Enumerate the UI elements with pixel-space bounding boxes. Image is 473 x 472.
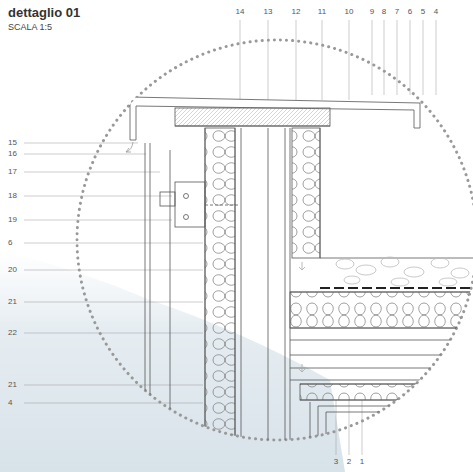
callout-number: 5 xyxy=(421,8,425,16)
callout-number: 1 xyxy=(360,458,364,466)
callout-number: 11 xyxy=(318,8,326,16)
callout-number: 21 xyxy=(8,298,17,306)
callout-number: 15 xyxy=(8,139,17,147)
scale-caption: SCALA 1:5 xyxy=(8,23,52,32)
callout-number: 21 xyxy=(8,381,17,389)
callout-number: 4 xyxy=(8,399,12,407)
callout-number: 9 xyxy=(370,8,374,16)
callout-number: 16 xyxy=(8,150,17,158)
callout-number: 3 xyxy=(334,458,338,466)
callout-number: 18 xyxy=(8,192,17,200)
callout-number: 19 xyxy=(8,216,17,224)
detail-title: dettaglio 01 xyxy=(8,6,80,19)
callout-number: 20 xyxy=(8,266,17,274)
callout-number: 13 xyxy=(264,8,273,16)
callout-number: 22 xyxy=(8,329,17,337)
callout-number: 2 xyxy=(347,458,351,466)
callout-number: 12 xyxy=(292,8,301,16)
callout-number: 10 xyxy=(345,8,354,16)
callout-number: 4 xyxy=(434,8,438,16)
callout-number: 7 xyxy=(395,8,399,16)
callout-number: 6 xyxy=(408,8,412,16)
callout-number: 17 xyxy=(8,168,17,176)
callout-number: 6 xyxy=(8,239,12,247)
callout-number: 14 xyxy=(236,8,245,16)
callout-number: 8 xyxy=(382,8,386,16)
